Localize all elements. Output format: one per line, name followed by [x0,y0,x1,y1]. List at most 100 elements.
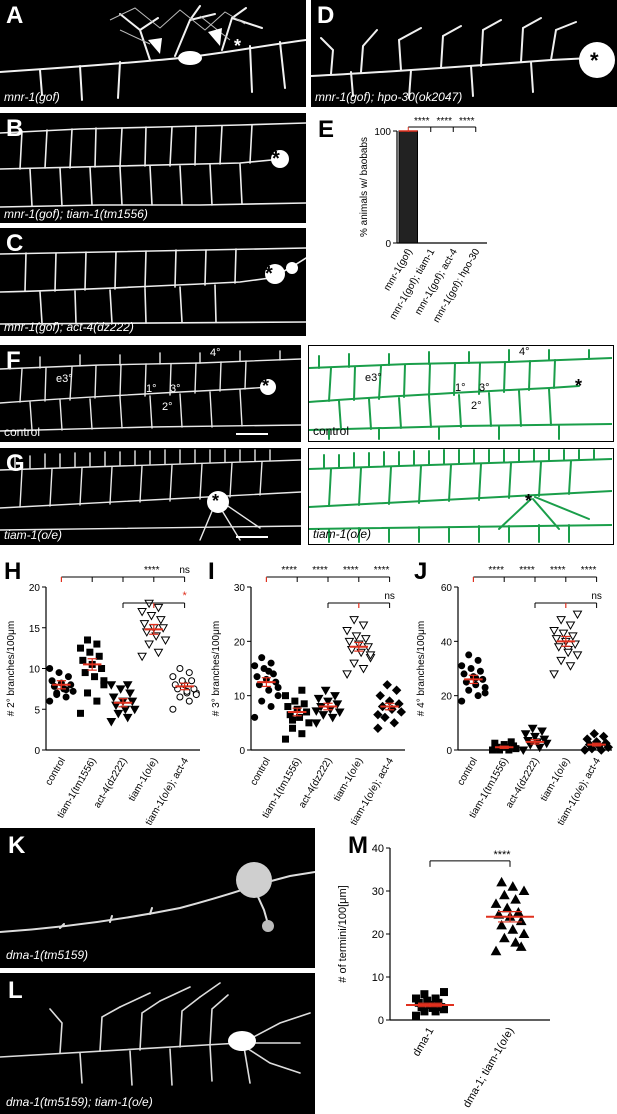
data-point [389,718,399,728]
data-point [499,932,510,943]
bar [398,130,418,244]
data-point [127,697,138,707]
neuron-b-drawing [0,122,306,208]
data-point [582,734,592,744]
sig-label: **** [493,849,511,861]
neuron-g-drawing [0,449,301,541]
data-point [460,670,468,678]
y-tick-label: 10 [29,665,41,676]
data-point [567,632,578,641]
panel-f-trace: * e3° 1° 2° 3° 4° control [308,345,614,442]
data-point [530,732,540,742]
data-point [300,700,308,708]
panel-label-e: E [318,116,335,143]
data-point [93,640,101,648]
data-point [358,665,369,674]
series-4 [169,665,200,713]
x-tick-label: act-4(dz222) [92,756,130,810]
sig-label: **** [312,565,328,576]
neuron-l-drawing [0,982,311,1086]
data-point [320,686,331,696]
soma-marker: * [234,36,242,56]
data-point [81,669,89,677]
trace-branch-label-3: 3° [479,382,490,394]
soma-marker: * [590,48,599,73]
x-tick-label: control [248,756,273,787]
data-point [496,919,507,930]
data-point [572,651,583,660]
data-point [474,656,482,664]
data-point [298,686,306,694]
data-point [84,689,92,697]
panel-b-image: B * mnr-1(gof); tiam-1(tm1556) [0,113,306,223]
data-point [158,624,169,633]
data-point [79,656,87,664]
data-point [176,665,184,672]
panel-c-image: C * mnr-1(gof); act-4(dz222) [0,228,306,336]
data-point [169,705,177,713]
series-0 [251,654,282,721]
data-point [144,640,154,650]
panel-label-f: F [6,347,21,374]
data-point [160,636,171,645]
data-point [396,707,407,717]
data-point [91,673,99,681]
panel-d-image: D * mnr-1(gof); hpo-30(ok2047) [311,0,617,107]
data-point [155,616,166,625]
data-point [565,662,576,671]
data-point [537,727,547,736]
data-point [281,735,289,743]
soma-marker: * [262,376,270,396]
data-point [258,654,266,662]
trace-g-drawing [308,449,613,543]
data-point [412,1011,420,1020]
branch-label-2: 2° [162,401,173,413]
panel-d-caption: mnr-1(gof); hpo-30(ok2047) [315,90,463,104]
data-point [137,607,147,617]
panel-label-b: B [6,115,24,142]
data-point [274,684,282,692]
x-tick-label: dma-1; tiam-1(o/e) [461,1026,517,1110]
sig-label: **** [581,565,597,576]
data-point [365,651,376,660]
data-point [125,689,135,698]
data-point [139,620,150,629]
y-axis-label: # of termini/100[μm] [337,885,349,982]
data-point [122,681,133,690]
x-tick-label: tiam-1(o/e) [539,756,573,803]
data-point [251,662,259,670]
data-point [192,691,200,699]
data-point [330,692,340,701]
data-point [507,738,515,746]
y-tick-label: 10 [372,972,384,984]
data-point [62,686,70,694]
data-point [332,700,343,709]
sig-label: ns [179,565,190,576]
panel-label-c: C [6,230,24,257]
x-tick-label: act-4(dz222) [297,756,335,810]
soma-marker: * [265,263,273,285]
panel-label-d: D [317,2,335,29]
data-point [349,616,359,625]
panel-l-caption: dma-1(tm5159); tiam-1(o/e) [6,1095,153,1109]
data-point [553,643,564,652]
data-point [291,697,299,705]
data-point [64,673,72,681]
data-point [342,670,352,679]
data-point [558,629,569,639]
arrowhead-icon [208,28,222,46]
panel-label-l: L [8,977,23,1004]
data-point [129,705,140,715]
soma-marker: * [525,491,533,511]
data-point [137,652,147,662]
data-point [122,713,133,723]
sig-label: * [182,590,187,602]
data-point [185,669,193,677]
x-tick-label: tiam-1(o/e) [332,756,366,803]
panel-f-caption: control [4,425,41,439]
x-tick-label: dma-1 [411,1026,437,1059]
data-point [334,708,345,717]
data-point [258,697,266,705]
